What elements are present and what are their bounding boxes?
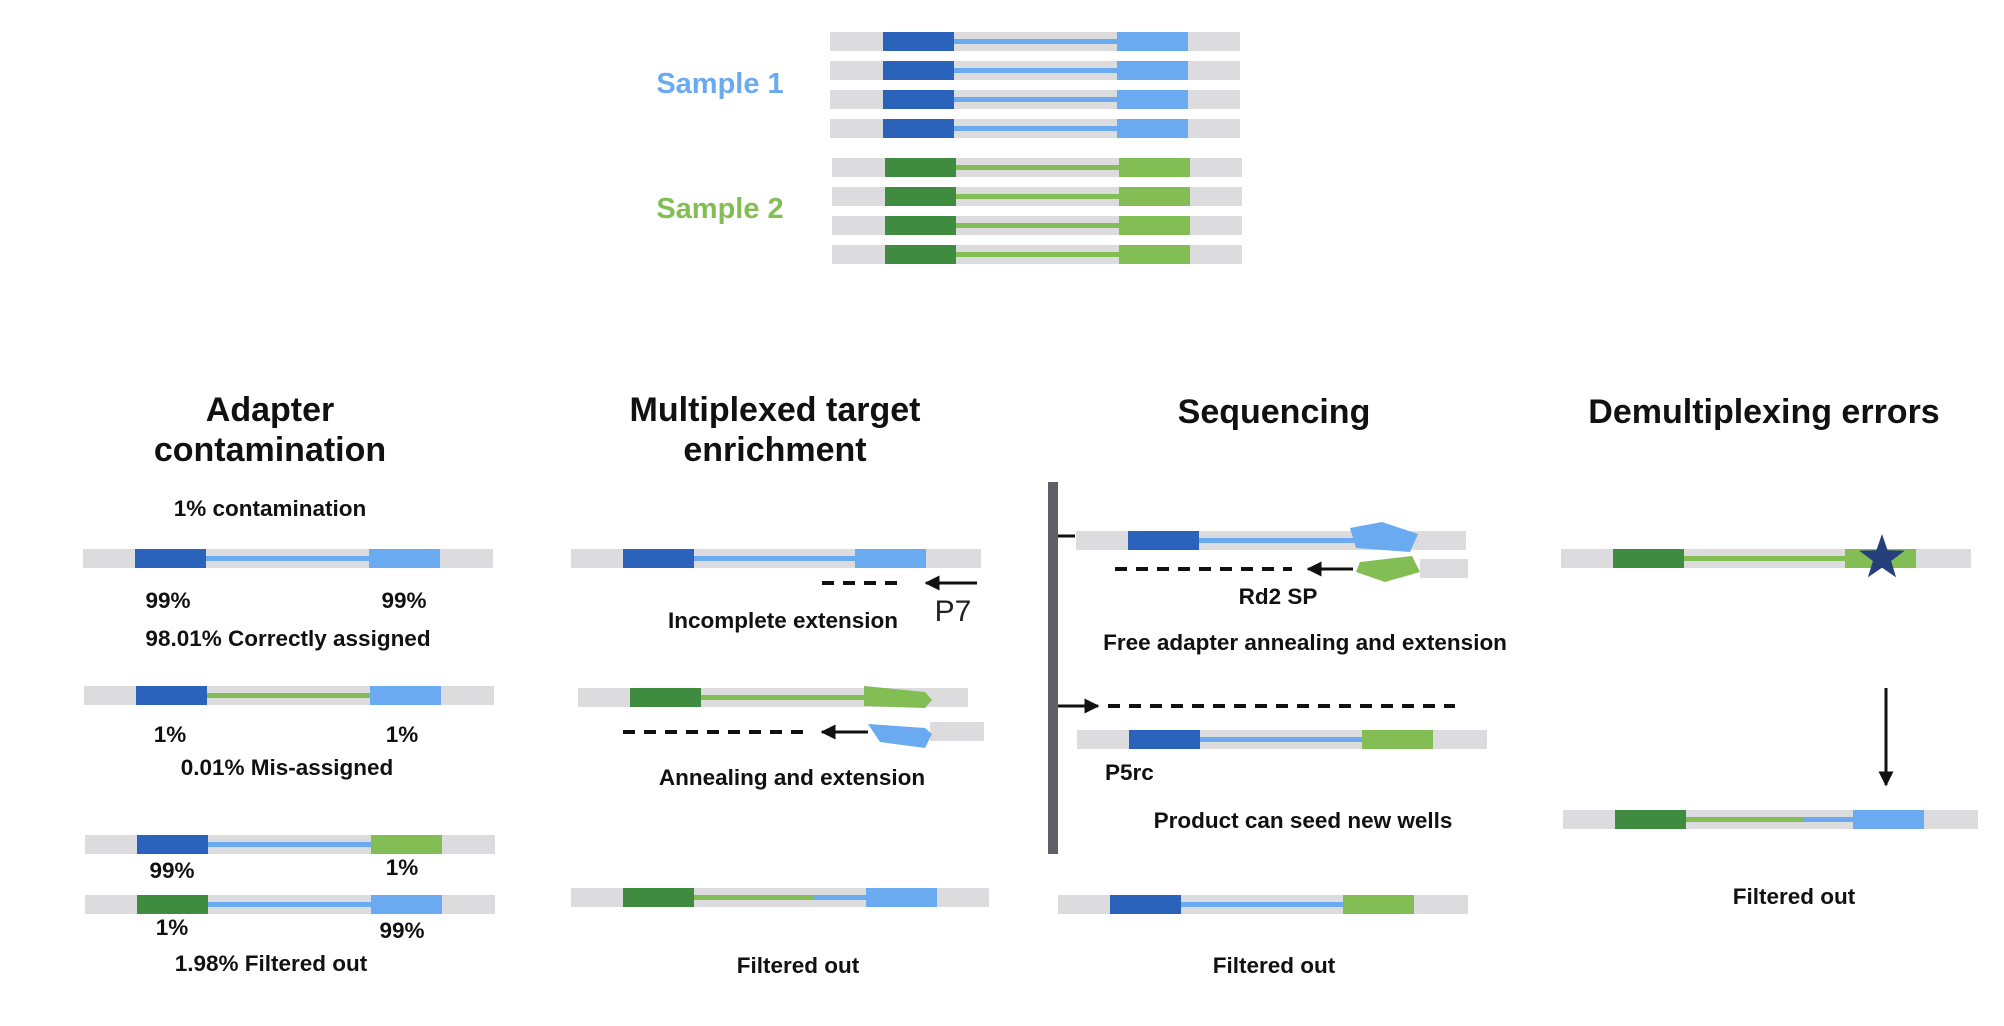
adapter-read-misassigned	[84, 686, 494, 705]
section-title-sequencing: Sequencing	[1177, 393, 1371, 431]
p5rc-label: P5rc	[1105, 760, 1154, 785]
pct-label: 99%	[381, 588, 427, 613]
incomplete-extension-label: Incomplete extension	[667, 608, 899, 633]
section-title-demux: Demultiplexing errors	[1588, 393, 1940, 431]
pct-label: 1%	[385, 855, 419, 880]
adapter-fork-blue	[1350, 522, 1418, 552]
read	[832, 187, 1242, 206]
p7-primer-label: P7	[934, 595, 972, 628]
multiplex-read-filtered	[571, 888, 989, 907]
adapter-fork-green	[864, 686, 932, 708]
mutation-star-icon	[1859, 534, 1905, 578]
read	[832, 158, 1242, 177]
sample-1-label: Sample 1	[656, 68, 784, 100]
contamination-label: 1% contamination	[173, 496, 367, 521]
flowcell-divider	[1048, 482, 1058, 854]
adapter-fork-blue	[868, 724, 932, 748]
seed-new-wells-label: Product can seed new wells	[1153, 808, 1453, 833]
demux-read-error	[1561, 534, 1971, 578]
sample-1-reads	[830, 32, 1240, 138]
sequencing-read-top	[1076, 522, 1468, 582]
sequencing-read-seed	[1077, 730, 1487, 749]
sample-2-label: Sample 2	[656, 193, 784, 225]
free-adapter-label: Free adapter annealing and extension	[1103, 630, 1507, 655]
filtered-out-label: 1.98% Filtered out	[174, 951, 368, 976]
rd2-sp-label: Rd2 SP	[1238, 584, 1318, 609]
multiplex-read-annealing	[578, 686, 984, 748]
read	[830, 119, 1240, 138]
filtered-out-label: Filtered out	[1212, 953, 1336, 978]
adapter-fork-green	[1356, 556, 1420, 582]
pct-label: 99%	[149, 858, 195, 883]
read	[830, 90, 1240, 109]
section-title-multiplex: Multiplexed target enrichment	[629, 391, 921, 469]
pct-label: 1%	[155, 915, 189, 940]
adapter-read-filtered-2	[85, 895, 495, 914]
pct-label: 99%	[379, 918, 425, 943]
demux-read-filtered	[1563, 810, 1978, 829]
annealing-extension-label: Annealing and extension	[658, 765, 926, 790]
sample-2-reads	[832, 158, 1242, 264]
pct-label: 1%	[385, 722, 419, 747]
adapter-read-correct	[83, 549, 493, 568]
multiplex-read-incomplete	[571, 549, 981, 568]
misassigned-label: 0.01% Mis-assigned	[180, 755, 394, 780]
read	[832, 216, 1242, 235]
filtered-out-label: Filtered out	[1732, 884, 1856, 909]
read	[830, 61, 1240, 80]
section-title-adapter: Adapter contamination	[153, 391, 387, 469]
read	[832, 245, 1242, 264]
filtered-out-label: Filtered out	[736, 953, 860, 978]
pct-label: 1%	[153, 722, 187, 747]
correctly-assigned-label: 98.01% Correctly assigned	[145, 626, 431, 651]
adapter-read-filtered-1	[85, 835, 495, 854]
read	[830, 32, 1240, 51]
pct-label: 99%	[145, 588, 191, 613]
sequencing-read-filtered	[1058, 895, 1468, 914]
